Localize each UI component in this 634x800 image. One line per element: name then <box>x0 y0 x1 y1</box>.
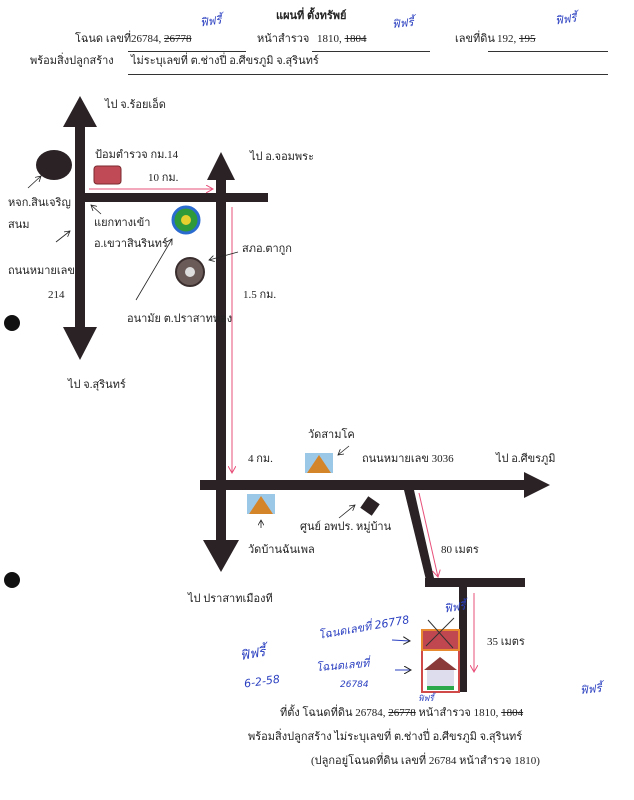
footer-deed-struck: 26778 <box>388 707 416 719</box>
deed-label: โฉนด เลขที่ <box>75 33 132 45</box>
map-title: แผนที่ ตั้งทรัพย์ <box>276 10 347 22</box>
label-to-roiet: ไป จ.ร้อยเอ็ด <box>105 99 166 111</box>
handwritten-note-number: 26784 <box>340 680 369 690</box>
road-junction <box>85 193 268 202</box>
arrow-south-icon <box>203 540 239 572</box>
survey-label: หน้าสำรวจ <box>257 33 310 45</box>
scan-blot <box>4 572 20 588</box>
property-house-icon <box>421 617 460 693</box>
label-distance-1-5km: 1.5 กม. <box>243 289 277 301</box>
building-value: ไม่ระบุเลขที่ ต.ช่างปี่ อ.ศีขรภูมิ จ.สุร… <box>131 55 319 67</box>
handwritten-signature: ฟิฟรี้ <box>579 681 603 698</box>
land-value: 192, 195 <box>497 34 536 45</box>
survey-struck: 1804 <box>344 33 367 45</box>
deed-number: 26784, <box>131 33 162 45</box>
label-junction: แยกทางเข้า <box>94 217 151 229</box>
center-marker <box>360 496 380 516</box>
distance-line <box>418 492 438 577</box>
underline <box>488 51 608 52</box>
temple-icon <box>247 494 275 514</box>
underline <box>128 74 608 75</box>
survey-value: 1810, 1804 <box>317 34 367 45</box>
partnership-marker <box>36 150 72 180</box>
footer-note: (ปลูกอยู่โฉนดที่ดิน เลขที่ 26784 หน้าสำร… <box>311 755 540 767</box>
road-main <box>216 178 226 548</box>
label-distance-4km: 4 กม. <box>248 453 273 465</box>
road-branch <box>404 490 434 580</box>
label-to-chomphra: ไป อ.จอมพระ <box>250 151 314 163</box>
label-to-sikhoraphum: ไป อ.ศีขรภูมิ <box>496 453 556 465</box>
label-road: ถนนหมายเลข <box>8 265 75 277</box>
road-lane <box>459 587 467 692</box>
footer-building: พร้อมสิ่งปลูกสร้าง ไม่ระบุเลขที่ ต.ช่างป… <box>248 731 523 743</box>
underline <box>128 51 246 52</box>
road-branch-h <box>425 578 525 587</box>
deed-value: 26784, 26778 <box>131 34 192 45</box>
land-struck: 195 <box>519 33 536 45</box>
label-road-214: 214 <box>48 289 65 301</box>
label-health-station: อนามัย ต.ปราสาททอง <box>127 313 233 325</box>
label-junction-2: อ.เขวาสินรินทร์ <box>94 238 168 250</box>
arrow-north-icon <box>63 96 97 127</box>
label-police-station: สภอ.ตากูก <box>242 243 292 255</box>
label-wat-ban: วัดบ้านฉันเพล <box>248 544 315 556</box>
temple-icon <box>305 453 333 473</box>
label-distance-80m: 80 เมตร <box>441 544 479 556</box>
label-road-3036: ถนนหมายเลข 3036 <box>362 453 454 465</box>
survey-number: 1810, <box>317 33 342 45</box>
footer-survey-struck: 1804 <box>501 707 524 719</box>
label-partnership: หจก.สินเจริญ <box>8 197 71 209</box>
footer-survey: หน้าสำรวจ 1810, <box>418 707 499 719</box>
label-partnership-2: สนม <box>8 219 30 231</box>
footer-location: ที่ตั้ง โฉนดที่ดิน 26784, 26778 หน้าสำรว… <box>280 708 523 719</box>
footer-deed: ที่ตั้ง โฉนดที่ดิน 26784, <box>280 707 386 719</box>
underline <box>312 51 430 52</box>
handwritten-signature: ฟิฟรี้ <box>418 694 434 703</box>
label-center: ศูนย์ อพปร. หมู่บ้าน <box>300 521 392 533</box>
arrow-north-icon <box>207 152 235 180</box>
label-to-prasat: ไป ปราสาทเมืองที <box>188 593 273 605</box>
land-label: เลขที่ดิน <box>455 33 495 45</box>
label-wat-samkho: วัดสามโค <box>308 429 355 441</box>
land-number: 192, <box>497 33 517 45</box>
police-box-icon <box>93 165 122 185</box>
road-3036 <box>200 480 525 490</box>
arrow-east-icon <box>524 472 550 498</box>
scan-blot <box>4 315 20 331</box>
label-distance-35m: 35 เมตร <box>487 636 525 648</box>
label-police-box: ป้อมตำรวจ กม.14 <box>95 149 179 161</box>
road-214 <box>75 125 85 335</box>
handwritten-signature: ฟิฟรี้ <box>443 599 467 616</box>
deed-struck: 26778 <box>164 33 192 45</box>
label-to-surin: ไป จ.สุรินทร์ <box>68 379 126 391</box>
building-label: พร้อมสิ่งปลูกสร้าง <box>30 55 114 67</box>
arrow-south-icon <box>63 327 97 360</box>
label-distance-10km: 10 กม. <box>148 172 179 184</box>
